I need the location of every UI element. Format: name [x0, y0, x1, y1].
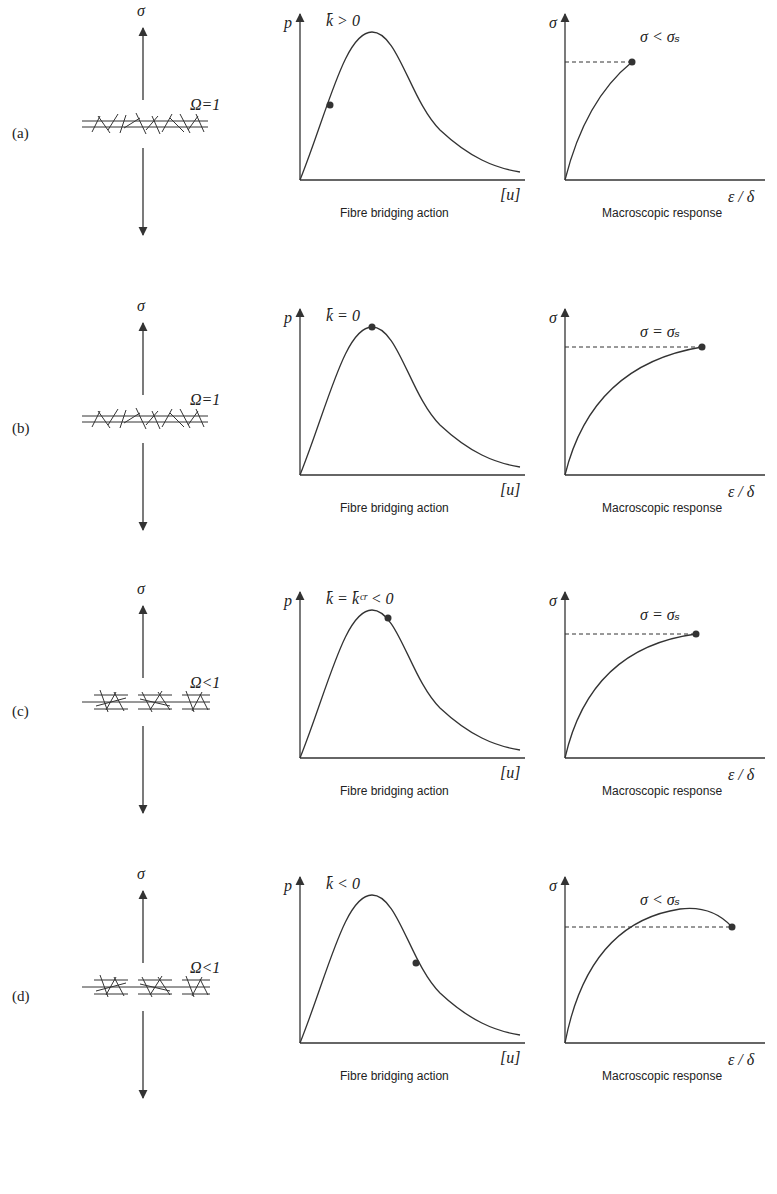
- panel-tag: (a): [12, 125, 29, 142]
- axis-label: p: [284, 309, 292, 327]
- stress-symbol: σ: [137, 580, 145, 598]
- axis-label: [u]: [500, 1049, 520, 1067]
- graph-caption: Fibre bridging action: [340, 785, 449, 798]
- stress-symbol: σ: [137, 2, 145, 20]
- axis-label: p: [284, 14, 292, 32]
- axis-label: σ: [549, 877, 557, 895]
- omega-label: Ω<1: [190, 674, 220, 692]
- stress-condition: σ = σₛ: [640, 323, 680, 341]
- axis-label: σ: [549, 309, 557, 327]
- panel-tag: (d): [12, 988, 30, 1005]
- axis-label: [u]: [500, 186, 520, 204]
- graph-caption: Fibre bridging action: [340, 1070, 449, 1083]
- graph-caption: Macroscopic response: [602, 502, 722, 515]
- graph-caption: Macroscopic response: [602, 1070, 722, 1083]
- axis-label: σ: [549, 592, 557, 610]
- graph-caption: Macroscopic response: [602, 207, 722, 220]
- stress-symbol: σ: [137, 865, 145, 883]
- omega-label: Ω<1: [190, 959, 220, 977]
- stress-condition: σ = σₛ: [640, 606, 680, 624]
- stiffness-label: k̄ < 0: [326, 875, 360, 893]
- axis-label: ε / δ: [728, 483, 754, 501]
- graph-caption: Fibre bridging action: [340, 207, 449, 220]
- panel-tag: (b): [12, 420, 30, 437]
- omega-label: Ω=1: [190, 96, 220, 114]
- graph-caption: Fibre bridging action: [340, 502, 449, 515]
- stress-condition: σ < σₛ: [640, 28, 680, 46]
- stress-symbol: σ: [137, 297, 145, 315]
- axis-label: p: [284, 877, 292, 895]
- axis-label: ε / δ: [728, 1051, 754, 1069]
- axis-label: ε / δ: [728, 766, 754, 784]
- stiffness-label: k̄ = 0: [326, 307, 360, 325]
- axis-label: [u]: [500, 764, 520, 782]
- stiffness-label: k̄ = k̄ᶜʳ < 0: [326, 590, 394, 608]
- stiffness-label: k̄ > 0: [326, 12, 360, 30]
- stress-condition: σ < σₛ: [640, 891, 680, 909]
- axis-label: p: [284, 592, 292, 610]
- panel-tag: (c): [12, 703, 29, 720]
- graph-caption: Macroscopic response: [602, 785, 722, 798]
- axis-label: [u]: [500, 481, 520, 499]
- omega-label: Ω=1: [190, 391, 220, 409]
- axis-label: σ: [549, 14, 557, 32]
- axis-label: ε / δ: [728, 188, 754, 206]
